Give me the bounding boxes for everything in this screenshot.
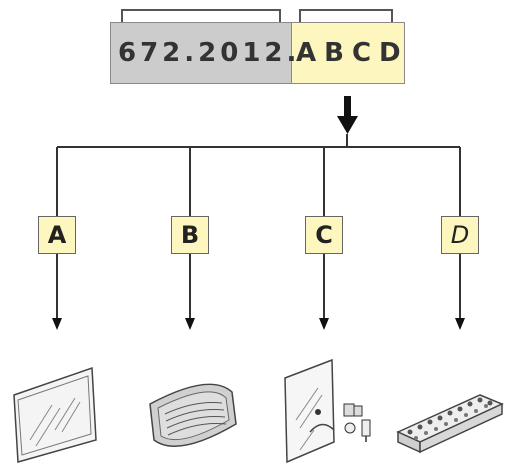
glass-door-lock-icon <box>284 358 371 464</box>
option-letter-b: B <box>171 216 209 254</box>
option-letter-c: C <box>305 216 343 254</box>
arrow-head-a <box>52 318 62 330</box>
code-suffix: ABCD <box>296 38 409 68</box>
arrow-head-c <box>319 318 329 330</box>
main-arrow-shaft <box>344 96 351 118</box>
suffix-bracket <box>299 9 393 24</box>
option-letter-a: A <box>38 216 76 254</box>
terminal-strip-icon <box>396 394 504 454</box>
glass-panel-icon <box>13 366 97 463</box>
louvered-panel-icon <box>149 383 237 447</box>
code-prefix: 672.2012. <box>118 38 301 68</box>
main-arrow-head <box>337 116 358 134</box>
option-letter-d: D <box>441 216 479 254</box>
suffix-box <box>291 22 405 84</box>
arrow-head-d <box>455 318 465 330</box>
arrow-head-b <box>185 318 195 330</box>
prefix-box <box>110 22 292 84</box>
prefix-bracket <box>121 9 281 24</box>
